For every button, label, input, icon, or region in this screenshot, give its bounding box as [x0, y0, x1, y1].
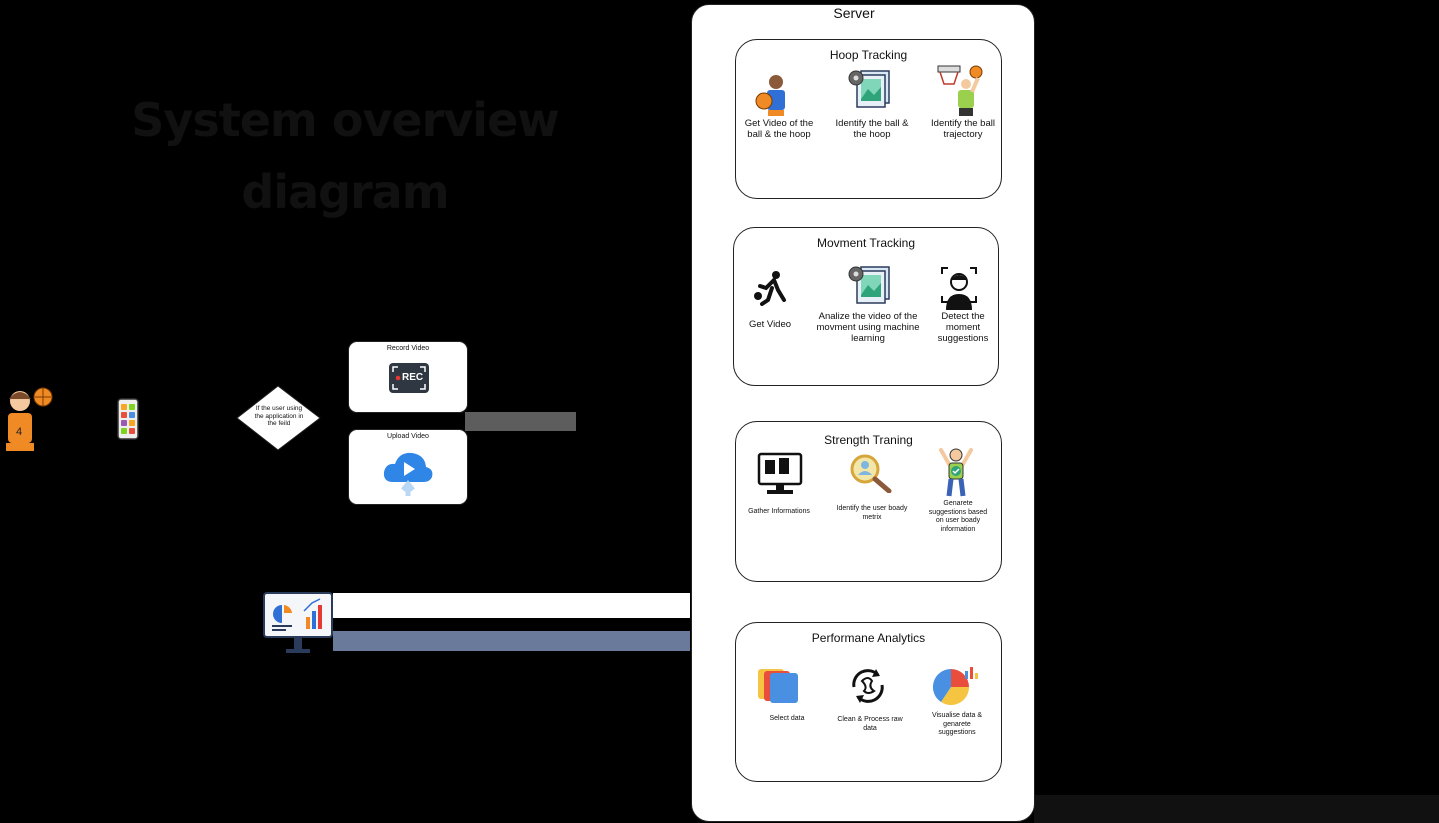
- movment-step-1: Get Video: [748, 319, 792, 330]
- upload-video-card[interactable]: Upload Video: [348, 429, 468, 505]
- decision-text: If the user using the application in the…: [254, 405, 304, 427]
- photos-gear-icon-2: [847, 265, 893, 307]
- refresh-process-icon: [848, 667, 888, 705]
- connector-blue: [333, 631, 690, 651]
- player-icon: 4: [0, 385, 55, 451]
- rec-icon: REC: [389, 363, 429, 393]
- svg-text:4: 4: [16, 426, 22, 438]
- pie-chart-icon: [929, 663, 979, 709]
- phone-app-icon: [117, 398, 139, 440]
- hoop-tracking-title: Hoop Tracking: [829, 48, 908, 62]
- analytics-step-3: Visualise data & genarete suggestions: [931, 712, 983, 736]
- folders-icon: [756, 665, 802, 705]
- happy-person-icon: [937, 446, 975, 498]
- strength-step-3: Genarete suggestions based on user boady…: [928, 500, 988, 533]
- movment-step-3: Detect the moment suggestions: [937, 311, 989, 344]
- dribbling-player-icon: [752, 270, 790, 306]
- photos-gear-icon: [847, 69, 893, 111]
- hoop-step-3: Identify the ball trajectory: [931, 118, 995, 140]
- dashboard-monitor-icon: [262, 591, 334, 657]
- strength-step-1: Gather Informations: [748, 508, 810, 515]
- record-video-title: Record Video: [386, 345, 430, 352]
- basketball-player-icon: [754, 72, 798, 116]
- strength-training-title: Strength Traning: [824, 433, 913, 447]
- connector-white: [333, 593, 690, 618]
- record-video-card[interactable]: Record Video REC: [348, 341, 468, 413]
- server-label: Server: [833, 5, 875, 21]
- movment-step-2: Analize the video of the movment using m…: [816, 311, 920, 344]
- cloud-upload-icon: [381, 448, 435, 498]
- analytics-step-2: Clean & Process raw data: [837, 716, 903, 732]
- magnifier-person-icon: [849, 453, 893, 494]
- strength-training-box: Strength Traning: [735, 421, 1002, 582]
- strength-step-2: Identify the user boady metrix: [836, 505, 908, 521]
- performance-analytics-title: Performane Analytics: [811, 631, 926, 645]
- title-line-1: System overview: [131, 93, 560, 147]
- hoop-step-1: Get Video of the ball & the hoop: [744, 118, 814, 140]
- hoop-step-2: Identify the ball & the hoop: [835, 118, 909, 140]
- connector-bar: [465, 412, 576, 431]
- title-line-2: diagram: [241, 165, 449, 219]
- hoop-shot-icon: [936, 64, 984, 116]
- monitor-docs-icon: [757, 452, 803, 496]
- page-title: System overview diagram: [110, 84, 580, 228]
- analytics-step-1: Select data: [769, 715, 805, 722]
- face-scan-icon: [940, 266, 978, 310]
- connector-bottom: [1034, 795, 1439, 823]
- decision-diamond: If the user using the application in the…: [236, 385, 321, 451]
- movment-tracking-title: Movment Tracking: [816, 236, 916, 250]
- upload-video-title: Upload Video: [387, 433, 429, 440]
- rec-badge: REC: [402, 372, 424, 383]
